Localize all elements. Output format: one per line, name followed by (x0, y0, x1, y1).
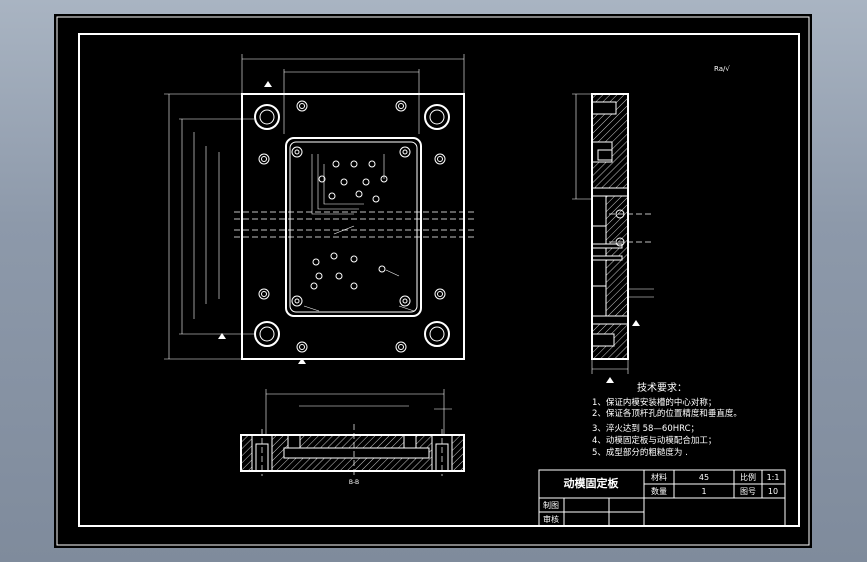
drawing-no-label: 图号 (740, 487, 756, 496)
title-block (538, 469, 786, 527)
material-value: 45 (699, 473, 709, 482)
outer-border (56, 16, 810, 546)
drawn-by-label: 制图 (543, 500, 559, 510)
plan-view (164, 54, 474, 364)
side-view (572, 93, 654, 383)
drawing-no-value: 10 (768, 487, 778, 496)
tech-title: 技术要求： (637, 381, 687, 394)
quantity-label: 数量 (651, 486, 667, 496)
section-view (240, 389, 465, 476)
tech-item-5: 5、成型部分的粗糙度为 . (592, 447, 688, 458)
tech-item-3: 3、淬火达到 58—60HRC； (592, 423, 699, 434)
roughness-mark: Ra/√ (714, 65, 730, 73)
part-name: 动模固定板 (564, 476, 620, 490)
section-label: B-B (349, 479, 359, 486)
inner-border (78, 33, 800, 527)
technical-requirements: 技术要求： 1、保证内模安装槽的中心对称； 2、保证各顶杆孔的位置精度和垂直度。… (592, 381, 742, 458)
checked-by-label: 审核 (543, 514, 559, 524)
material-label: 材料 (651, 472, 667, 482)
quantity-value: 1 (701, 487, 706, 496)
scale-label: 比例 (740, 472, 756, 482)
tech-item-1: 1、保证内模安装槽的中心对称； (592, 397, 716, 408)
tech-item-2: 2、保证各顶杆孔的位置精度和垂直度。 (592, 408, 742, 419)
scale-value: 1:1 (767, 473, 780, 482)
drawing-canvas: Ra/√ (56, 16, 810, 546)
tech-item-4: 4、动模固定板与动模配合加工； (592, 435, 716, 446)
cad-drawing-sheet: Ra/√ (54, 14, 812, 548)
